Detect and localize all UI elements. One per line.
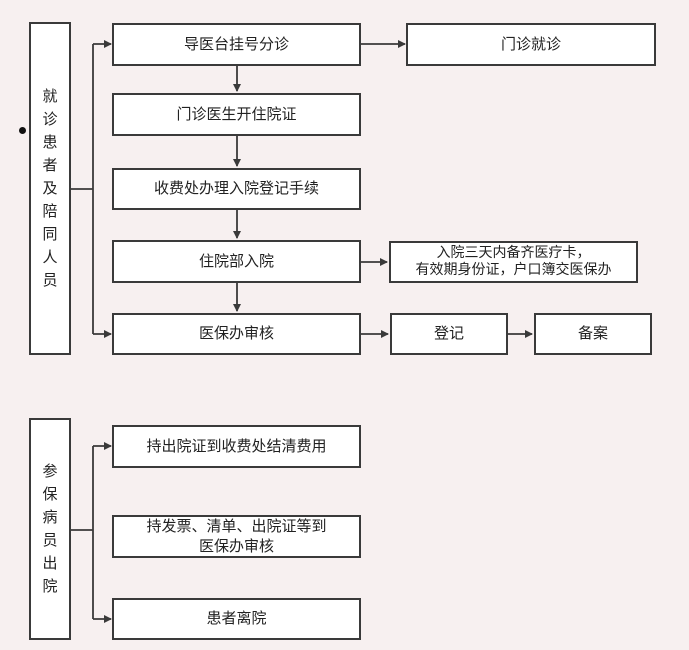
section2-side-label: 参保病员出院 bbox=[29, 418, 71, 640]
step-admission-registration-text: 收费处办理入院登记手续 bbox=[153, 179, 319, 198]
step-discharge: 患者离院 bbox=[112, 598, 361, 640]
section1-side-label: 就诊患者及陪同人员 bbox=[29, 22, 71, 355]
step-documents-review-line-1: 持发票、清单、出院证等到 bbox=[146, 517, 327, 535]
step-outpatient: 门诊就诊 bbox=[406, 23, 656, 66]
step-guide-desk-text: 导医台挂号分诊 bbox=[183, 34, 289, 53]
step-insurance-review: 医保办审核 bbox=[112, 313, 361, 355]
step-inpatient-admission: 住院部入院 bbox=[112, 240, 361, 283]
step-admission-registration: 收费处办理入院登记手续 bbox=[112, 168, 361, 210]
section1-label-text: 就诊患者及陪同人员 bbox=[42, 87, 58, 289]
step-register-text: 登记 bbox=[433, 324, 464, 343]
step-discharge-text: 患者离院 bbox=[206, 609, 267, 628]
step-inpatient-admission-text: 住院部入院 bbox=[198, 251, 274, 270]
step-file: 备案 bbox=[534, 313, 652, 355]
step-guide-desk: 导医台挂号分诊 bbox=[112, 23, 361, 66]
section2-label-text: 参保病员出院 bbox=[42, 462, 58, 595]
step-register: 登记 bbox=[390, 313, 508, 355]
step-settle-fees-text: 持出院证到收费处结清费用 bbox=[146, 436, 327, 455]
step-outpatient-text: 门诊就诊 bbox=[500, 34, 561, 53]
step-file-text: 备案 bbox=[577, 324, 608, 343]
note-line-2: 有效期身份证，户口簿交医保办 bbox=[415, 262, 612, 278]
marker-dot bbox=[19, 127, 26, 134]
step-documents-review: 持发票、清单、出院证等到 医保办审核 bbox=[112, 515, 361, 558]
note-line-1: 入院三天内备齐医疗卡， bbox=[436, 244, 591, 261]
note-documents: 入院三天内备齐医疗卡， 有效期身份证，户口簿交医保办 bbox=[389, 241, 638, 283]
step-documents-review-line-2: 医保办审核 bbox=[198, 536, 274, 555]
step-insurance-review-text: 医保办审核 bbox=[198, 324, 274, 343]
step-settle-fees: 持出院证到收费处结清费用 bbox=[112, 425, 361, 468]
step-admission-cert: 门诊医生开住院证 bbox=[112, 93, 361, 136]
step-admission-cert-text: 门诊医生开住院证 bbox=[176, 104, 297, 123]
